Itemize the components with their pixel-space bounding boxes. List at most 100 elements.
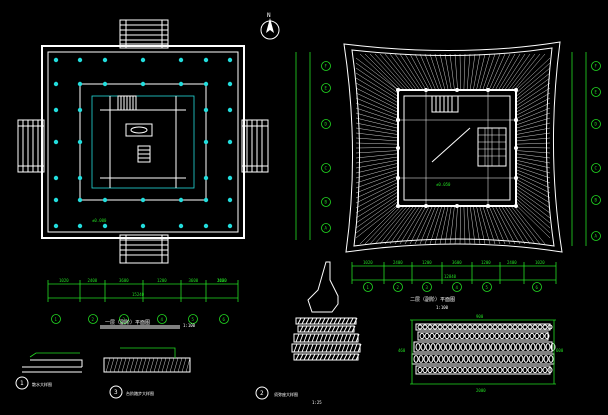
stone-pattern [448,355,454,363]
hatch-line [105,357,111,373]
hatch-line [347,353,352,361]
stone-pattern [427,366,433,374]
stone-pattern [470,343,476,351]
stone-pattern [425,343,431,351]
column-marker [77,139,83,145]
hatch-line [345,317,350,325]
plan1-dim-label: 1020 [217,278,227,283]
roof-rafter [507,205,536,245]
roof-rafter [394,53,421,91]
stone-pattern [472,366,478,374]
roof-rafter [355,137,399,142]
hatch-line [335,325,340,333]
plan2-note: ±0.050 [436,182,451,187]
axis-bubble [532,282,542,292]
roof-rafter [355,175,399,194]
column-marker [102,223,108,229]
roof-rafter [404,53,427,91]
roof-rafter [466,53,471,91]
axis-number: 2 [92,317,95,322]
stone-pattern [498,355,504,363]
roof-rafter [515,57,551,91]
roof-rafter [482,53,496,91]
roof-rafter [355,150,399,154]
stone-pattern [475,343,481,351]
roof-rafter [404,205,427,245]
plan1-dim-label: 1020 [59,278,69,283]
stone-pattern [507,324,513,330]
plan1-dim-label: 3600 [119,278,129,283]
hatch-line [321,317,326,325]
roof-rafter [355,57,399,91]
stone-pattern [497,366,503,374]
stone-pattern [490,343,496,351]
roof-rafter [355,172,399,189]
axis-bubble [321,61,331,71]
roof-rafter [419,205,436,245]
stone-pattern [422,366,428,374]
hatch-line [327,333,332,343]
stone-pattern [542,324,548,330]
axis-number: 5 [192,317,195,322]
column-marker [486,204,490,208]
hatch-line [319,353,324,361]
roof-rafter [355,163,399,174]
roof-rafter [414,205,433,245]
roof-rafter [384,205,414,245]
roof-rafter [355,107,399,123]
axis-bubble [88,314,98,324]
roof-rafter [515,77,551,103]
hatch-line [301,317,306,325]
hatch-line [303,333,308,343]
stone-pattern [489,332,495,340]
plan1-dim-total: 15240 [132,292,145,297]
roof-rafter [515,201,551,234]
hatch-line [335,333,340,343]
hatch-line [185,357,191,373]
roof-rafter [491,205,511,245]
roof-rafter [444,53,452,91]
roof-rafter [355,117,399,129]
stone-pattern [468,355,474,363]
axis-number: 4 [161,317,164,322]
hatch-line [137,357,143,373]
axis-bubble [321,197,331,207]
roof-rafter [419,53,436,91]
stone-pattern [520,343,526,351]
hatch-line [129,357,135,373]
hatch-line [149,357,155,373]
roof-rafter [355,142,399,145]
column-marker [227,57,233,63]
hatch-line [299,333,304,343]
plan2-dim-label: 2400 [507,260,517,265]
column-marker [424,204,428,208]
roof-rafter [485,205,501,245]
stone-pattern [442,366,448,374]
roof-rafter [515,191,551,219]
plan2-title: 二层（副阶）平面图 [410,296,455,303]
hatch-line [317,343,322,353]
hatch-line [125,357,131,373]
column-marker [203,223,209,229]
detail-2-number: 2 [260,390,264,397]
axis-bubble [321,83,331,93]
column-marker [396,118,400,122]
stone-pattern [527,324,533,330]
column-marker [178,57,184,63]
column-marker [203,81,209,87]
hatch-line [117,357,123,373]
stone-pattern [474,332,480,340]
roof-rafter [355,169,399,184]
plinth-layer [417,331,549,341]
stone-pattern [447,366,453,374]
roof-rafter [454,53,458,91]
column-marker [102,81,108,87]
axis-number: 3 [123,317,126,322]
column-marker [102,57,108,63]
stone-pattern [434,332,440,340]
column-marker [178,197,184,203]
stone-pattern [467,366,473,374]
hatch-line [339,325,344,333]
roof-rafter [355,179,399,199]
